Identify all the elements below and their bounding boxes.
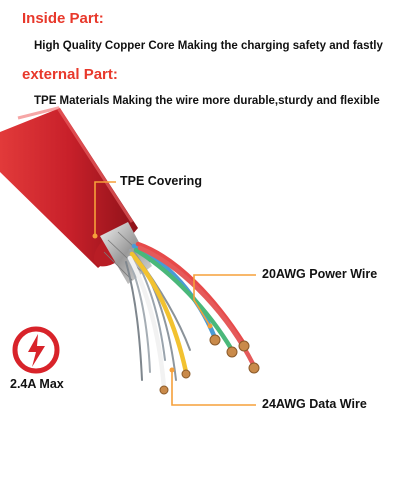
inside-part-text: High Quality Copper Core Making the char…	[34, 40, 383, 52]
lightning-badge	[12, 326, 60, 374]
callout-power-wire: 20AWG Power Wire	[262, 267, 378, 281]
inside-part-heading: Inside Part:	[22, 10, 104, 27]
max-current-label: 2.4A Max	[10, 377, 64, 391]
lightning-icon	[28, 334, 45, 367]
callout-data-wire: 24AWG Data Wire	[262, 397, 367, 411]
callout-line-covering	[94, 181, 116, 236]
callout-tpe-covering: TPE Covering	[120, 174, 202, 188]
callout-dots	[92, 233, 213, 373]
external-part-text: TPE Materials Making the wire more durab…	[34, 95, 380, 107]
callout-line-power	[193, 274, 256, 327]
external-part-heading: external Part:	[22, 66, 118, 83]
callout-line-data	[171, 370, 256, 406]
copper-tips	[159, 334, 260, 395]
callout-lines	[94, 181, 256, 406]
